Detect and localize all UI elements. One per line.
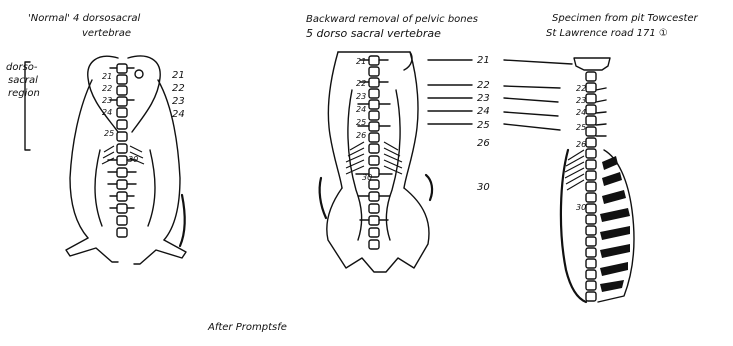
right-top-piece	[574, 58, 610, 70]
middle-mark-23: 23	[356, 92, 366, 101]
middle-mark-24: 24	[356, 105, 366, 114]
right-rib-cage	[598, 150, 634, 302]
middle-number-23: 23	[477, 93, 490, 104]
correspondence-lines	[428, 60, 572, 130]
middle-number-21: 21	[477, 55, 490, 66]
middle-mark-26: 26	[356, 131, 366, 140]
left-mark-22: 22	[102, 84, 112, 93]
left-title-line2: vertebrae	[82, 28, 131, 39]
right-title-line1: Specimen from pit Towcester	[552, 13, 699, 24]
middle-mark-30: 30	[362, 173, 372, 182]
middle-number-30: 30	[477, 182, 490, 193]
middle-mark-22: 22	[356, 79, 366, 88]
middle-dark-left-edge	[320, 178, 326, 218]
right-mark-30: 30	[576, 203, 586, 212]
middle-number-26: 26	[477, 138, 490, 149]
middle-title-line1: Backward removal of pelvic bones	[306, 14, 478, 25]
right-mark-25: 25	[576, 123, 586, 132]
middle-outer-right	[404, 52, 418, 188]
right-mark-24: 24	[576, 108, 586, 117]
left-base-left	[66, 238, 118, 262]
right-rib-outline	[598, 150, 634, 302]
middle-rib-hatching	[346, 142, 402, 174]
middle-skeleton-drawing: Backward removal of pelvic bones 5 dorso…	[306, 14, 572, 272]
left-outer-left	[70, 80, 92, 238]
middle-number-24: 24	[477, 106, 490, 117]
left-number-21: 21	[172, 70, 185, 81]
right-mark-23: 23	[576, 96, 586, 105]
signature: After Promptsfe	[207, 322, 287, 333]
middle-dark-right-edge	[426, 175, 432, 200]
right-title-line2: St Lawrence road 171 ①	[546, 28, 668, 39]
left-inner-left	[95, 150, 102, 226]
right-left-edge	[561, 150, 586, 302]
region-label-line1: dorso-	[6, 62, 38, 73]
right-mark-22: 22	[576, 84, 586, 93]
middle-title-line2: 5 dorso sacral vertebrae	[306, 27, 441, 40]
left-title-line1: 'Normal' 4 dorsosacral	[28, 13, 141, 24]
left-base-right	[134, 240, 186, 264]
right-specimen-drawing: Specimen from pit Towcester St Lawrence …	[546, 13, 699, 302]
left-mark-23: 23	[102, 96, 112, 105]
left-mark-25: 25	[104, 129, 114, 138]
left-mark-21: 21	[102, 72, 112, 81]
left-number-24: 24	[172, 109, 185, 120]
left-number-23: 23	[172, 96, 185, 107]
middle-mark-21: 21	[356, 57, 366, 66]
region-label-line3: region	[8, 88, 40, 99]
right-left-ribs	[561, 150, 586, 302]
left-inner-right	[148, 150, 155, 226]
middle-number-22: 22	[477, 80, 490, 91]
middle-outer-left	[328, 52, 342, 188]
middle-number-25: 25	[477, 120, 490, 131]
region-label-line2: sacral	[8, 75, 38, 86]
right-mark-26: 26	[576, 140, 586, 149]
left-acetabulum-circle	[135, 70, 143, 78]
left-mark-30: 30	[128, 155, 138, 164]
left-mark-24: 24	[102, 108, 112, 117]
left-number-22: 22	[172, 83, 185, 94]
left-spine	[108, 64, 143, 237]
middle-inner-right	[386, 90, 400, 240]
right-spine	[586, 72, 606, 301]
left-dark-right-edge	[180, 195, 185, 246]
middle-mark-25: 25	[356, 118, 366, 127]
left-skeleton-drawing: 'Normal' 4 dorsosacral vertebrae dorso- …	[6, 13, 186, 264]
